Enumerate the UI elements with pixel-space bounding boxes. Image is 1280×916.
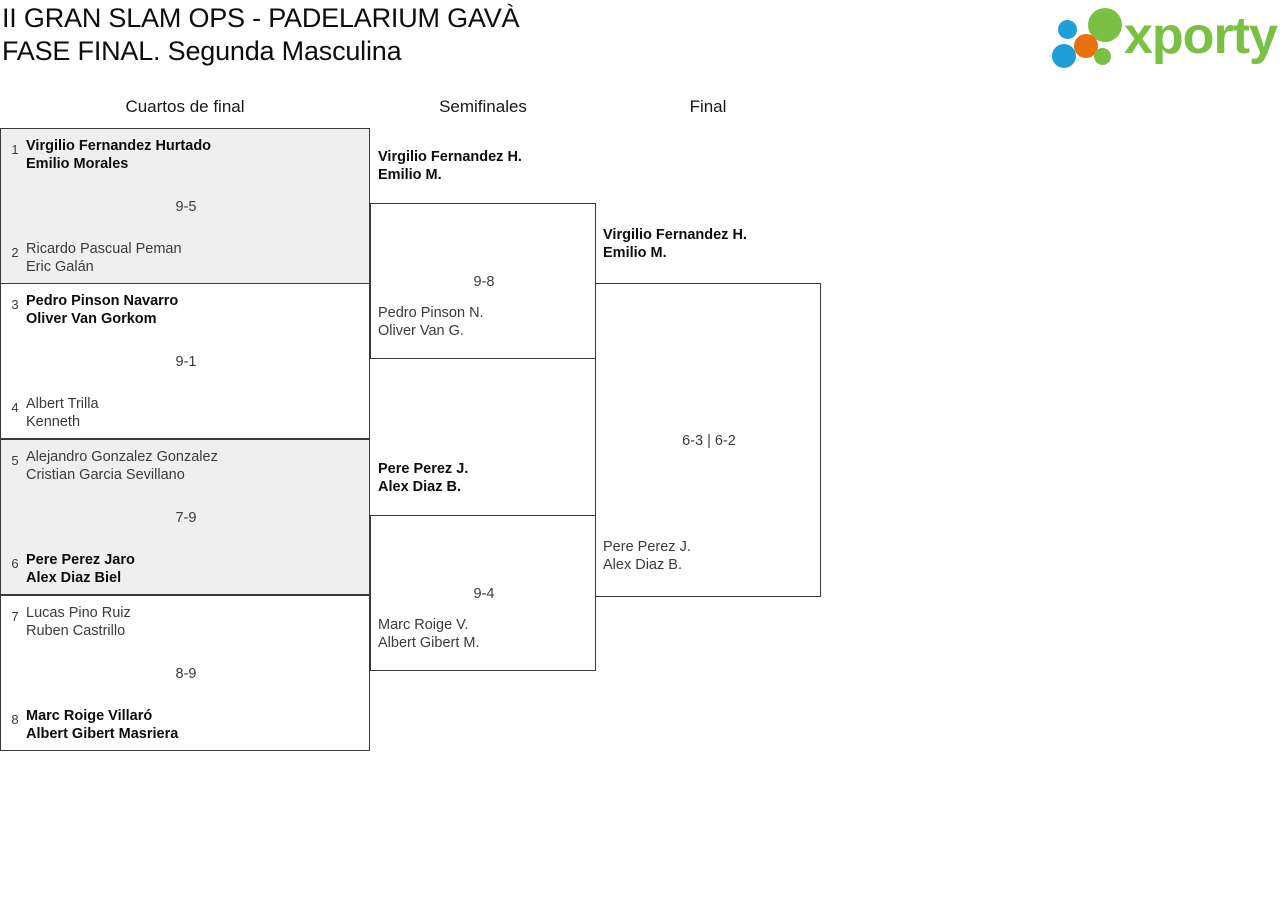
player-name: Emilio M.	[603, 245, 667, 261]
xporty-logo[interactable]: xporty	[1050, 4, 1278, 68]
quarterfinal-match-3[interactable]: 5 Alejandro Gonzalez Gonzalez Cristian G…	[0, 439, 370, 595]
logo-dot-green-small	[1094, 48, 1111, 65]
team-top: Pedro Pinson Navarro Oliver Van Gorkom	[26, 292, 361, 328]
player-name: Pere Perez Jaro	[26, 552, 135, 568]
logo-dots-icon	[1050, 6, 1128, 68]
match-score: 9-8	[473, 274, 495, 290]
seed-number: 3	[11, 297, 19, 312]
seed-number: 6	[11, 556, 19, 571]
match-score: 9-1	[175, 354, 197, 370]
match-score: 6-3 | 6-2	[682, 433, 736, 449]
player-name: Pedro Pinson Navarro	[26, 293, 179, 309]
tournament-name: II GRAN SLAM OPS - PADELARIUM GAVÀ	[2, 3, 520, 33]
player-name: Lucas Pino Ruiz	[26, 605, 131, 621]
semifinal-2-team-top: Pere Perez J. Alex Diaz B.	[378, 460, 590, 496]
player-name: Kenneth	[26, 414, 81, 430]
semifinal-1-team-top: Virgilio Fernandez H. Emilio M.	[378, 148, 590, 184]
semifinal-match-1[interactable]: 9-8	[370, 203, 596, 359]
match-score: 9-4	[473, 586, 495, 602]
player-name: Oliver Van Gorkom	[26, 311, 157, 327]
final-team-top: Virgilio Fernandez H. Emilio M.	[603, 226, 818, 262]
player-name: Marc Roige Villaró	[26, 708, 153, 724]
team-top: Lucas Pino Ruiz Ruben Castrillo	[26, 604, 361, 640]
seed-number: 2	[11, 245, 19, 260]
player-name: Albert Gibert M.	[378, 635, 480, 651]
final-match[interactable]: 6-3 | 6-2	[595, 283, 821, 597]
team-bottom: Albert Trilla Kenneth	[26, 395, 361, 431]
player-name: Virgilio Fernandez H.	[378, 149, 522, 165]
team-top: Alejandro Gonzalez Gonzalez Cristian Gar…	[26, 448, 361, 484]
player-name: Ruben Castrillo	[26, 623, 126, 639]
player-name: Oliver Van G.	[378, 323, 464, 339]
player-name: Alex Diaz B.	[603, 557, 682, 573]
team-bottom: Pere Perez Jaro Alex Diaz Biel	[26, 551, 361, 587]
team-bottom: Marc Roige Villaró Albert Gibert Masrier…	[26, 707, 361, 743]
player-name: Pere Perez J.	[603, 539, 691, 555]
player-name: Pere Perez J.	[378, 461, 469, 477]
team-top: Virgilio Fernandez Hurtado Emilio Morale…	[26, 137, 361, 173]
player-name: Alex Diaz B.	[378, 479, 461, 495]
semifinal-match-2[interactable]: 9-4	[370, 515, 596, 671]
final-team-bottom: Pere Perez J. Alex Diaz B.	[603, 538, 818, 574]
seed-number: 8	[11, 712, 19, 727]
bracket-canvas: 1 Virgilio Fernandez Hurtado Emilio Mora…	[0, 128, 1280, 768]
seed-number: 7	[11, 609, 19, 624]
player-name: Emilio M.	[378, 167, 442, 183]
tournament-phase: FASE FINAL. Segunda Masculina	[2, 36, 402, 66]
semifinal-1-team-bottom: Pedro Pinson N. Oliver Van G.	[378, 304, 590, 340]
round-header-quarterfinals: Cuartos de final	[125, 97, 245, 116]
player-name: Virgilio Fernandez H.	[603, 227, 747, 243]
match-score: 8-9	[175, 666, 197, 682]
player-name: Virgilio Fernandez Hurtado	[26, 138, 212, 154]
quarterfinal-match-4[interactable]: 7 Lucas Pino Ruiz Ruben Castrillo 8-9 8 …	[0, 595, 370, 751]
player-name: Eric Galán	[26, 259, 94, 275]
player-name: Emilio Morales	[26, 156, 129, 172]
match-score: 9-5	[175, 199, 197, 215]
player-name: Alejandro Gonzalez Gonzalez	[26, 449, 218, 465]
player-name: Marc Roige V.	[378, 617, 469, 633]
match-score: 7-9	[175, 510, 197, 526]
round-header-final: Final	[689, 97, 727, 116]
page-header: II GRAN SLAM OPS - PADELARIUM GAVÀ FASE …	[0, 0, 1280, 76]
logo-wordmark: xporty	[1124, 7, 1278, 65]
player-name: Ricardo Pascual Peman	[26, 241, 182, 257]
seed-number: 5	[11, 453, 19, 468]
player-name: Albert Trilla	[26, 396, 99, 412]
semifinal-2-team-bottom: Marc Roige V. Albert Gibert M.	[378, 616, 590, 652]
logo-dot-blue-large	[1052, 44, 1076, 68]
page-title: II GRAN SLAM OPS - PADELARIUM GAVÀ FASE …	[2, 2, 520, 68]
quarterfinal-match-1[interactable]: 1 Virgilio Fernandez Hurtado Emilio Mora…	[0, 128, 370, 284]
player-name: Alex Diaz Biel	[26, 570, 122, 586]
team-bottom: Ricardo Pascual Peman Eric Galán	[26, 240, 361, 276]
player-name: Albert Gibert Masriera	[26, 726, 179, 742]
player-name: Cristian Garcia Sevillano	[26, 467, 185, 483]
seed-number: 1	[11, 142, 19, 157]
round-header-semifinals: Semifinales	[439, 97, 527, 116]
quarterfinal-match-2[interactable]: 3 Pedro Pinson Navarro Oliver Van Gorkom…	[0, 283, 370, 439]
logo-dot-blue-small	[1058, 20, 1077, 39]
player-name: Pedro Pinson N.	[378, 305, 484, 321]
seed-number: 4	[11, 400, 19, 415]
